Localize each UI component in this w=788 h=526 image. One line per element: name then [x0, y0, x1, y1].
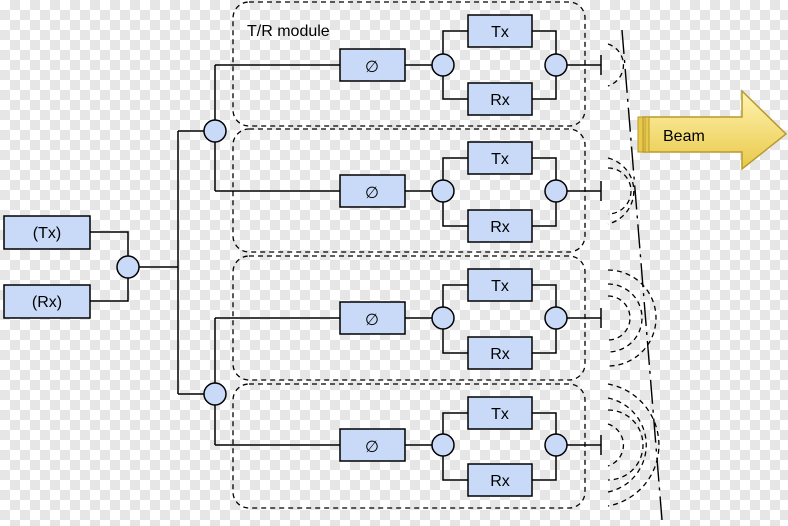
tr-module-3: ∅ Tx Rx — [339, 268, 602, 370]
phase-shifter-icon: ∅ — [365, 59, 379, 76]
wire-tx-in — [90, 231, 129, 256]
wire — [532, 202, 557, 227]
phase-shifter-icon: ∅ — [365, 185, 379, 202]
input-tx-box — [3, 215, 91, 250]
rx-box — [467, 82, 533, 116]
tx-box — [467, 141, 533, 175]
rx-label: Rx — [490, 219, 510, 236]
wire — [532, 284, 557, 307]
tr-module-frame-4 — [232, 383, 586, 509]
tr-switch-node — [544, 53, 568, 77]
rx-label: Rx — [490, 473, 510, 490]
wire — [442, 76, 468, 100]
wire-rx-in — [90, 278, 129, 302]
wire — [532, 412, 557, 434]
rx-label: Rx — [490, 92, 510, 109]
phase-shifter-icon: ∅ — [365, 439, 379, 456]
wire — [442, 456, 468, 481]
beam-arrow-icon: Beam — [637, 89, 788, 171]
wire — [442, 329, 468, 354]
input-rx-box — [3, 284, 91, 319]
tr-module-4: ∅ Tx Rx — [339, 396, 602, 497]
wire — [442, 30, 468, 54]
tr-switch-node — [544, 306, 568, 330]
input-tx-label: (Tx) — [33, 225, 61, 242]
rx-box — [467, 336, 533, 370]
tr-module-2: ∅ Tx Rx — [339, 141, 602, 243]
phase-shifter-box — [339, 428, 406, 462]
wavefront-line — [621, 29, 663, 521]
tx-box — [467, 396, 533, 430]
rx-box — [467, 463, 533, 497]
phase-shifter-box — [339, 301, 406, 335]
tr-switch-node — [431, 433, 455, 457]
tr-switch-node — [544, 179, 568, 203]
wire — [532, 456, 557, 481]
wire — [532, 329, 557, 354]
tx-label: Tx — [491, 406, 509, 423]
tx-box — [467, 14, 533, 48]
tx-label: Tx — [491, 24, 509, 41]
tx-box — [467, 268, 533, 302]
wire — [532, 30, 557, 54]
rx-label: Rx — [490, 346, 510, 363]
wire — [442, 202, 468, 227]
tx-label: Tx — [491, 278, 509, 295]
input-combiner-node — [116, 255, 140, 279]
input-rx-label: (Rx) — [32, 294, 62, 311]
wire — [532, 157, 557, 180]
tr-module-frame-1 — [232, 1, 586, 127]
tr-switch-node — [544, 433, 568, 457]
wire — [442, 412, 468, 434]
tr-switch-node — [431, 179, 455, 203]
lower-splitter-node — [203, 382, 227, 406]
wire — [442, 157, 468, 180]
tr-module-1: ∅ Tx Rx — [339, 14, 602, 116]
beam-label: Beam — [663, 128, 705, 145]
wire — [442, 284, 468, 307]
phase-shifter-icon: ∅ — [365, 312, 379, 329]
tr-switch-node — [431, 53, 455, 77]
tr-switch-node — [431, 306, 455, 330]
radiation-arcs — [607, 43, 660, 507]
tr-module-label: T/R module — [247, 23, 330, 40]
wire — [532, 76, 557, 100]
tx-label: Tx — [491, 151, 509, 168]
upper-splitter-node — [203, 119, 227, 143]
phase-shifter-box — [339, 174, 406, 208]
